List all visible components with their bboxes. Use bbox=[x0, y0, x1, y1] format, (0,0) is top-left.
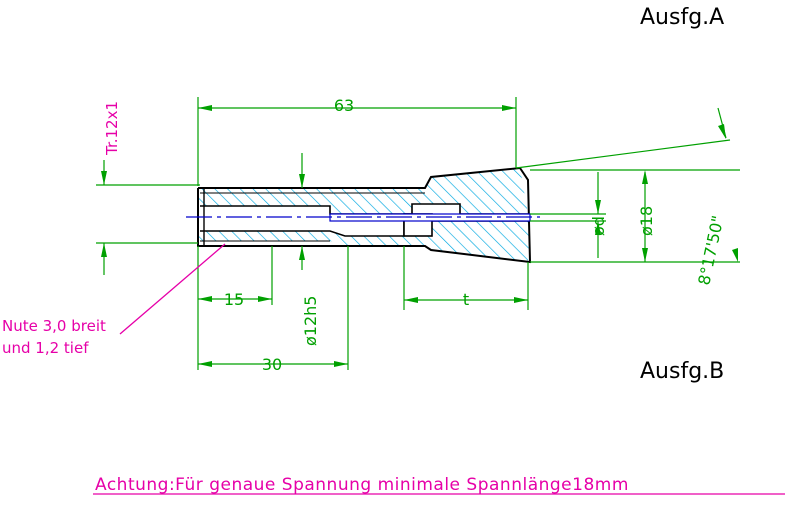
bore-outline-top bbox=[200, 203, 528, 215]
note-line-1: Nute 3,0 breit bbox=[2, 317, 106, 335]
dim-thread: Tr.12x1 bbox=[103, 101, 121, 156]
dim-outer-diameter: ø18 bbox=[637, 206, 656, 236]
dim-bore-diameter: ød bbox=[589, 216, 608, 236]
dim-depth-t: t bbox=[463, 290, 469, 309]
dim-taper-angle: 8°17'50" bbox=[694, 214, 727, 287]
note-line-2: und 1,2 tief bbox=[2, 339, 89, 357]
note-leader bbox=[119, 243, 226, 335]
upper-wall-section bbox=[198, 168, 528, 214]
dim-length-15: 15 bbox=[224, 290, 244, 309]
collet-body bbox=[197, 166, 532, 264]
warning-text: Achtung:Für genaue Spannung minimale Spa… bbox=[95, 475, 629, 495]
dim-length-30: 30 bbox=[262, 355, 282, 374]
dimension-arrowheads bbox=[101, 105, 738, 367]
dim-shank-diameter: ø12h5 bbox=[301, 296, 320, 346]
dim-overall-length: 63 bbox=[334, 96, 354, 115]
variant-a-label: Ausfg.A bbox=[640, 5, 724, 30]
variant-b-label: Ausfg.B bbox=[640, 359, 724, 384]
